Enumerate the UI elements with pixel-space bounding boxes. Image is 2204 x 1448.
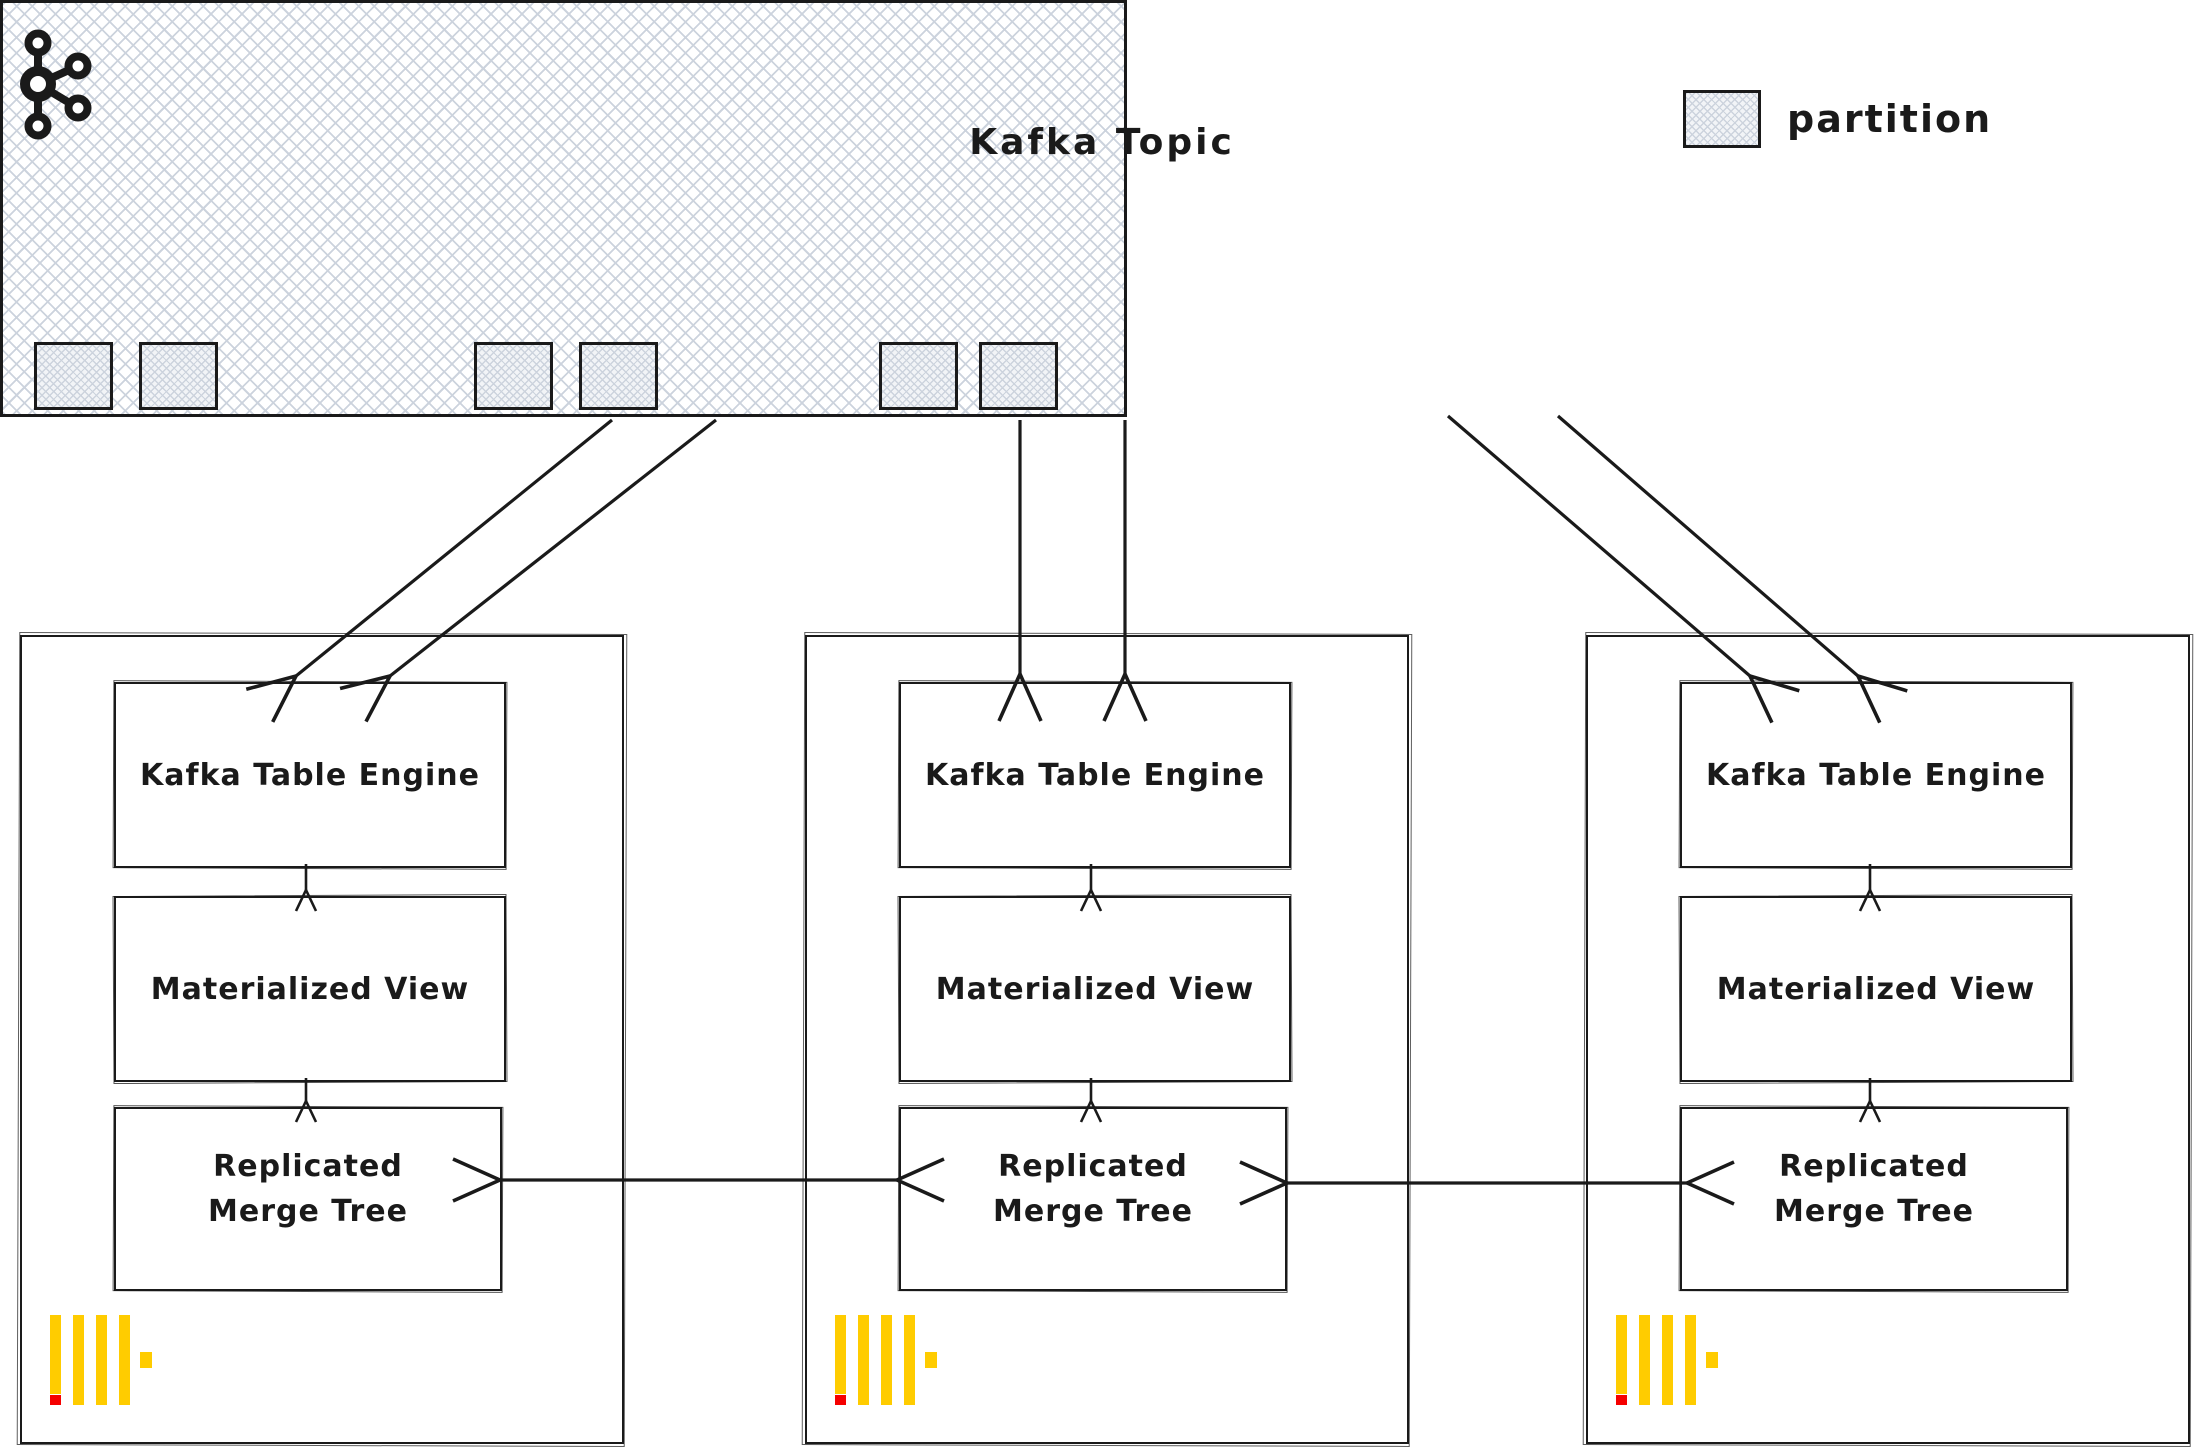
clickhouse-logo-icon <box>835 1315 939 1405</box>
materialized-view-box: Materialized View <box>114 896 506 1082</box>
kafka-table-engine-label: Kafka Table Engine <box>1706 757 2046 793</box>
clickhouse-node-2: Kafka Table Engine Materialized View Rep… <box>805 635 1409 1444</box>
kafka-table-engine-box: Kafka Table Engine <box>899 682 1291 868</box>
replicated-merge-tree-label: Merge Tree <box>993 1194 1193 1229</box>
materialized-view-label: Materialized View <box>935 971 1255 1007</box>
replicated-merge-tree-label: Merge Tree <box>1774 1194 1974 1229</box>
partition-box <box>34 342 113 410</box>
clickhouse-node-1: Kafka Table Engine Materialized View Rep… <box>20 635 624 1444</box>
materialized-view-label: Materialized View <box>1716 971 2036 1007</box>
partition-box <box>139 342 218 410</box>
replicated-merge-tree-label: Replicated <box>998 1149 1188 1184</box>
partition-box <box>879 342 958 410</box>
partition-swatch <box>1683 90 1761 148</box>
materialized-view-label: Materialized View <box>150 971 470 1007</box>
partition-box <box>979 342 1058 410</box>
partition-box <box>579 342 658 410</box>
materialized-view-box: Materialized View <box>1680 896 2072 1082</box>
clickhouse-logo-icon <box>50 1315 154 1405</box>
kafka-table-engine-box: Kafka Table Engine <box>114 682 506 868</box>
kafka-topic-title: Kafka Topic <box>969 122 1235 163</box>
kafka-logo-icon <box>20 29 92 140</box>
kafka-table-engine-label: Kafka Table Engine <box>140 757 480 793</box>
clickhouse-logo-icon <box>1616 1315 1720 1405</box>
replicated-merge-tree-box: Replicated Merge Tree <box>114 1107 502 1291</box>
kafka-table-engine-box: Kafka Table Engine <box>1680 682 2072 868</box>
replicated-merge-tree-label: Replicated <box>1779 1149 1969 1184</box>
replicated-merge-tree-label: Replicated <box>213 1149 403 1184</box>
kafka-table-engine-label: Kafka Table Engine <box>925 757 1265 793</box>
legend: partition <box>1683 90 1992 148</box>
partition-box <box>474 342 553 410</box>
kafka-topic-box: Kafka Topic <box>0 0 1232 417</box>
replicated-merge-tree-label: Merge Tree <box>208 1194 408 1229</box>
replicated-merge-tree-box: Replicated Merge Tree <box>1680 1107 2068 1291</box>
legend-label: partition <box>1787 97 1993 141</box>
replicated-merge-tree-box: Replicated Merge Tree <box>899 1107 1287 1291</box>
materialized-view-box: Materialized View <box>899 896 1291 1082</box>
clickhouse-node-3: Kafka Table Engine Materialized View Rep… <box>1586 635 2190 1444</box>
